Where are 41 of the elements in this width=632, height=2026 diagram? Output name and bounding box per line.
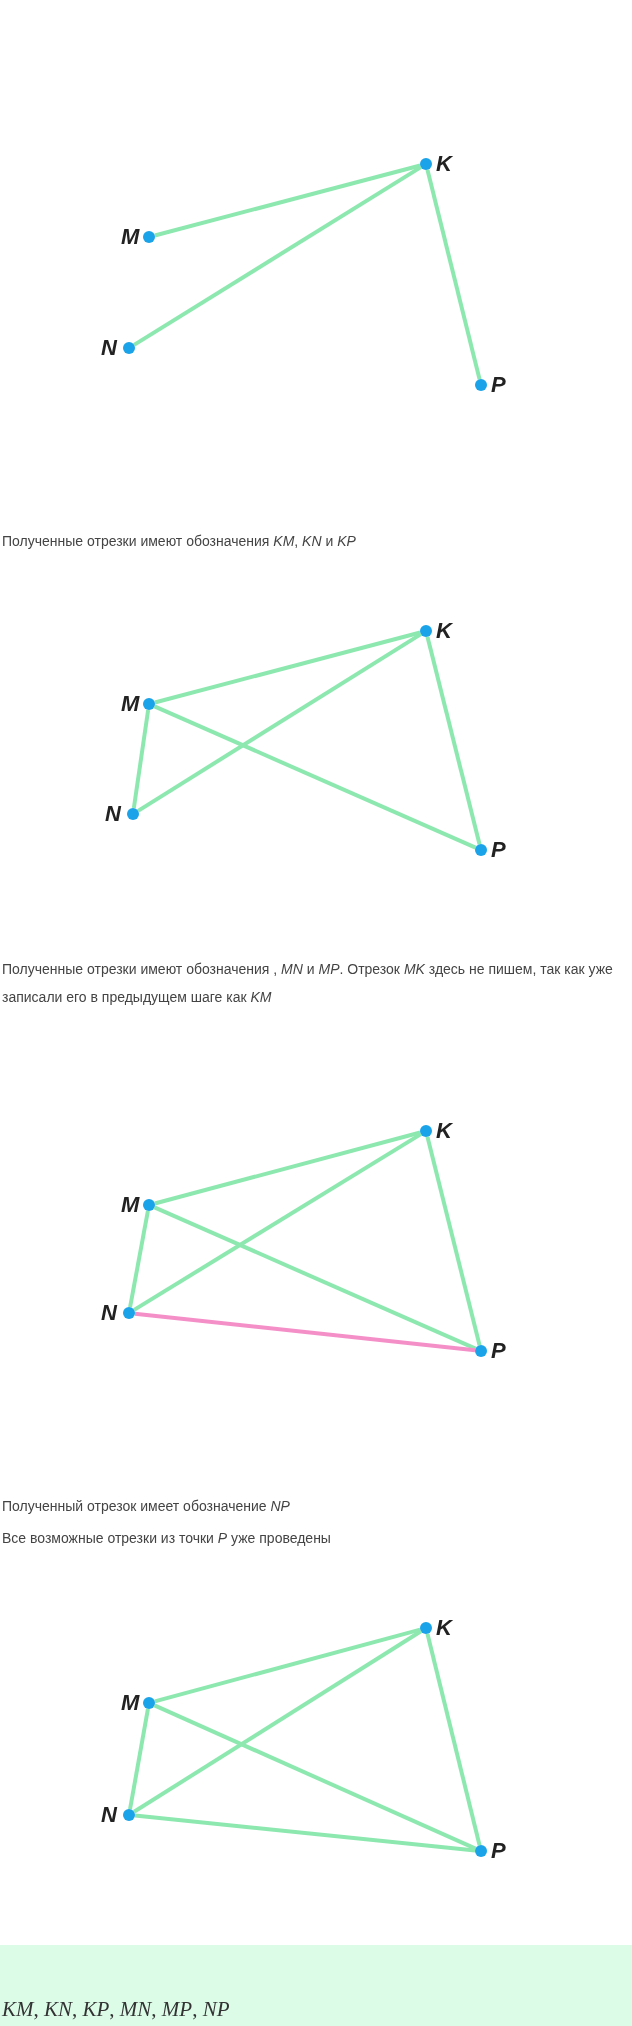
segment-line	[133, 165, 422, 347]
explanation-text: Полученный отрезок имеет обозначение NP	[2, 1497, 291, 1516]
point-label: M	[121, 1691, 140, 1715]
segment-line	[133, 1629, 422, 1814]
segment-line	[425, 1136, 482, 1346]
point-label: M	[121, 692, 140, 716]
segment-line	[425, 636, 482, 845]
point-label: N	[101, 336, 117, 360]
segment-line	[128, 1708, 150, 1810]
point-label: M	[121, 225, 140, 249]
segment-line	[154, 1130, 421, 1206]
point-label: K	[436, 619, 452, 643]
segment-line	[425, 169, 482, 380]
segment-line	[128, 1210, 150, 1308]
point-label: N	[105, 802, 121, 826]
point-label: P	[491, 373, 506, 397]
explanation-text: Полученные отрезки имеют обозначения , MN и MP. Отрезок MK здесь не пишем, так как уже записали его в предыдущем шаге как KM	[2, 960, 614, 1007]
segment-line	[153, 1703, 477, 1851]
point-label: P	[491, 838, 506, 862]
point-label: M	[121, 1193, 140, 1217]
point-label: N	[101, 1803, 117, 1827]
segment-line	[137, 632, 422, 813]
segment-line	[154, 1627, 421, 1704]
segment-line	[134, 1311, 476, 1353]
segment-line	[154, 163, 421, 238]
segment-line	[154, 630, 421, 705]
segment-line	[153, 1205, 477, 1351]
point-label: K	[436, 1616, 452, 1640]
segment-line	[133, 1132, 422, 1312]
explanation-text: Все возможные отрезки из точки P уже проведены	[2, 1529, 332, 1548]
answer-text: KM, KN, KP, MN, MP, NP	[2, 1997, 230, 2022]
segment-line	[134, 1813, 476, 1853]
point-label: P	[491, 1339, 506, 1363]
point-label: K	[436, 152, 452, 176]
explanation-text: Полученные отрезки имеют обозначения KM, KN и KP	[2, 532, 357, 551]
point-label: N	[101, 1301, 117, 1325]
segment-line	[153, 704, 477, 850]
segment-line	[425, 1633, 482, 1846]
point-label: P	[491, 1839, 506, 1863]
point-label: K	[436, 1119, 452, 1143]
segment-line	[131, 709, 151, 809]
